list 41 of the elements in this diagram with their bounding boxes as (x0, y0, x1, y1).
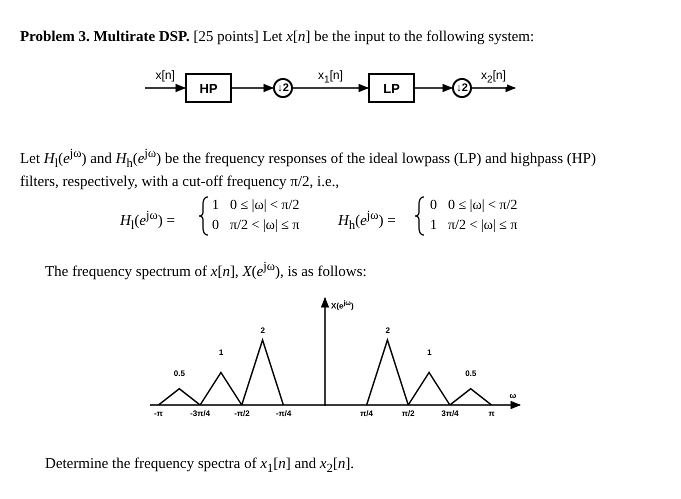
downsampler-circle: ↓2 (452, 78, 472, 98)
peak-label: 0.5 (174, 369, 185, 379)
peak-label: 2 (385, 326, 390, 336)
tick-label: π/4 (360, 409, 373, 419)
arrow (415, 84, 454, 92)
tick-label: π/2 (402, 409, 415, 419)
arrow (145, 84, 186, 92)
tick-label: 3π/4 (441, 409, 459, 419)
paragraph-text: Determine the frequency spectra of x$_{1}$[n] and x$_{2}$[n]. (45, 455, 354, 477)
equation-text: H$_{l}$(e$^{jω}$) = (120, 207, 175, 234)
edge-label: x[n] (154, 68, 176, 82)
filter-block: HP (185, 73, 232, 103)
axis-title: ω (510, 391, 516, 401)
tick-label: -π (154, 409, 163, 419)
tick-label: π (488, 409, 495, 419)
peak-label: 2 (260, 326, 265, 336)
tick-label: -π/4 (276, 409, 292, 419)
edge-label: x$_{2}$[n] (480, 68, 507, 88)
peak-label: 1 (218, 348, 224, 358)
downsampler-circle: ↓2 (273, 78, 293, 98)
equation-text: 1 (430, 217, 437, 235)
paragraph-text: The frequency spectrum of x[n], X(e$^{jω}$), is as follows: (45, 258, 367, 282)
equation-text: π/2 < |ω| ≤ π (230, 217, 300, 235)
equation-text: π/2 < |ω| ≤ π (448, 217, 518, 235)
paragraph-text: Let H$_{l}$(e$^{jω}$) and H$_{h}$(e$^{jω}$) be the frequency responses of the ideal lowpass (LP) and highpass (HP) filters, respectively, with a cut-off frequency π/2, i.e., (20, 145, 597, 192)
equation-text: H$_{h}$(e$^{jω}$) = (338, 207, 396, 234)
axis-title: X(e$^{jω}$) (331, 299, 354, 312)
equation-text: 0 ≤ |ω| < π/2 (230, 197, 300, 215)
equation-text: 0 ≤ |ω| < π/2 (448, 197, 518, 215)
arrow (232, 84, 274, 92)
filter-block: LP (368, 73, 415, 103)
peak-label: 1 (427, 348, 432, 358)
arrow (293, 84, 370, 92)
equation-text: 0 (430, 197, 437, 215)
equation-text: 1 (212, 197, 219, 215)
arrow (472, 84, 516, 92)
peak-label: 0.5 (465, 369, 476, 379)
problem-statement: Problem 3. Multirate DSP. [25 points] Let x[n] be the input to the following system: (20, 28, 534, 47)
equation-text: 0 (212, 217, 219, 235)
tick-label: -π/2 (234, 409, 250, 419)
tick-label: -3π/4 (190, 409, 210, 419)
